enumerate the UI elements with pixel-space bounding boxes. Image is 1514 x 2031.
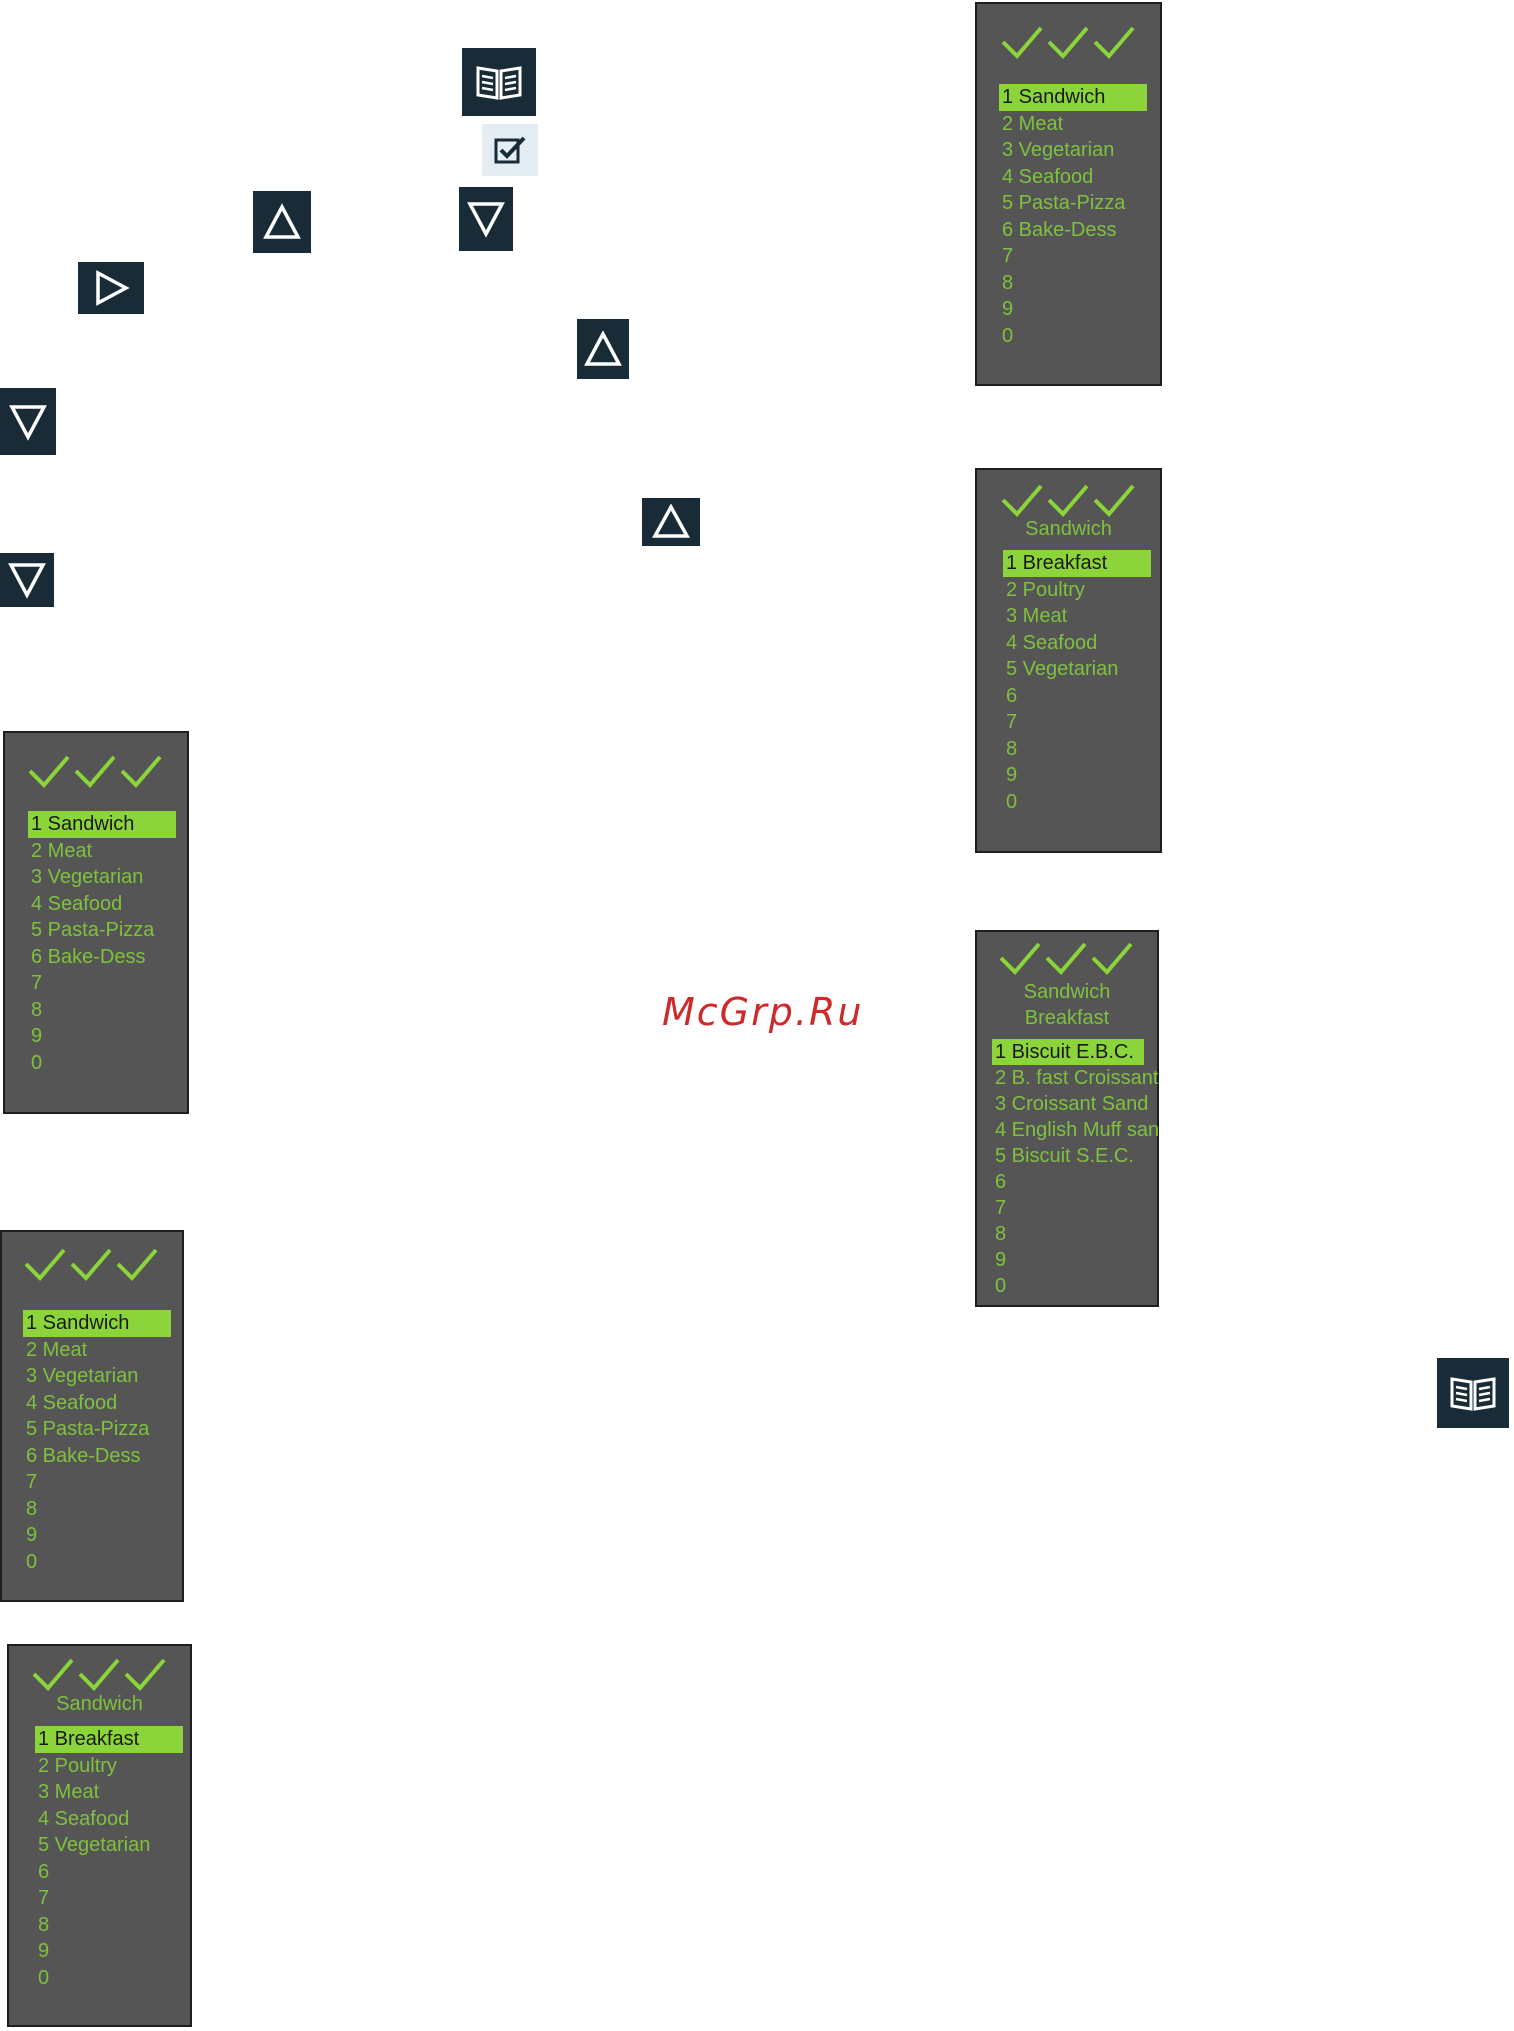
list-item[interactable]: 6 — [1006, 684, 1018, 707]
book-icon[interactable] — [1437, 1358, 1509, 1428]
triangle-up-icon[interactable] — [577, 319, 629, 379]
list-item[interactable]: 9 — [1006, 764, 1018, 786]
list-item[interactable]: 4 Seafood — [26, 1391, 118, 1414]
triangle-down-icon[interactable] — [0, 553, 54, 607]
menu-panel-top-level: 1 Sandwich 2 Meat 3 Vegetarian 4 Seafood… — [975, 2, 1162, 386]
list-item[interactable]: 3 Meat — [38, 1781, 100, 1803]
check-marks — [977, 938, 1157, 982]
menu-list: 1 Breakfast 2 Poultry 3 Meat 4 Seafood 5… — [35, 1726, 183, 1991]
list-item[interactable]: 5 Pasta-Pizza — [26, 1418, 150, 1440]
breadcrumb: Sandwich — [1023, 981, 1111, 1003]
list-item[interactable]: 3 Vegetarian — [31, 866, 144, 888]
check-marks — [2, 1244, 182, 1288]
list-item[interactable]: 2 Meat — [26, 1338, 88, 1361]
list-item[interactable]: 8 — [38, 1913, 50, 1936]
list-item[interactable]: 9 — [1002, 298, 1014, 320]
list-item[interactable]: 0 — [26, 1550, 38, 1573]
triangle-down-icon[interactable] — [0, 388, 56, 455]
menu-list: 1 Sandwich 2 Meat 3 Vegetarian 4 Seafood… — [23, 1310, 171, 1575]
list-item[interactable]: 2 Meat — [1002, 112, 1064, 135]
list-item[interactable]: 0 — [31, 1051, 43, 1074]
triangle-right-icon[interactable] — [78, 262, 144, 314]
list-item[interactable]: 6 — [38, 1860, 50, 1883]
list-item[interactable]: 4 English Muff san — [995, 1119, 1160, 1141]
list-item[interactable]: 1 Breakfast — [1003, 550, 1151, 577]
list-item[interactable]: 1 Sandwich — [23, 1310, 171, 1337]
list-item[interactable]: 0 — [1002, 324, 1014, 347]
book-icon[interactable] — [462, 48, 536, 116]
list-item[interactable]: 5 Biscuit S.E.C. — [995, 1145, 1134, 1167]
list-item[interactable]: 2 B. fast Croissant — [995, 1067, 1159, 1089]
menu-panel-top-level: 1 Sandwich 2 Meat 3 Vegetarian 4 Seafood… — [3, 731, 189, 1114]
menu-list: 1 Sandwich 2 Meat 3 Vegetarian 4 Seafood… — [28, 811, 176, 1076]
list-item[interactable]: 6 — [995, 1171, 1007, 1193]
list-item[interactable]: 3 Croissant Sand — [995, 1093, 1149, 1115]
breadcrumb: Breakfast — [1024, 1007, 1110, 1029]
menu-panel-sandwich: Sandwich 1 Breakfast 2 Poultry 3 Meat 4 … — [7, 1644, 192, 2027]
list-item[interactable]: 9 — [995, 1249, 1007, 1271]
triangle-up-icon[interactable] — [642, 498, 700, 546]
list-item[interactable]: 3 Vegetarian — [26, 1365, 139, 1387]
triangle-down-icon[interactable] — [459, 187, 513, 251]
list-item[interactable]: 0 — [38, 1966, 50, 1989]
list-item[interactable]: 8 — [995, 1223, 1007, 1245]
list-item[interactable]: 7 — [995, 1197, 1007, 1219]
check-marks — [9, 1654, 190, 1698]
list-item[interactable]: 2 Poultry — [38, 1754, 117, 1777]
list-item[interactable]: 8 — [1006, 737, 1018, 760]
menu-panel-sandwich: Sandwich 1 Breakfast 2 Poultry 3 Meat 4 … — [975, 468, 1162, 853]
menu-list: 1 Breakfast 2 Poultry 3 Meat 4 Seafood 5… — [1003, 550, 1151, 815]
list-item[interactable]: 4 Seafood — [1006, 631, 1098, 654]
menu-list: 1 Sandwich 2 Meat 3 Vegetarian 4 Seafood… — [999, 84, 1147, 349]
checkbox-check-icon[interactable] — [482, 124, 538, 176]
list-item[interactable]: 3 Meat — [1006, 605, 1068, 627]
list-item[interactable]: 9 — [26, 1524, 38, 1546]
list-item[interactable]: 6 Bake-Dess — [26, 1444, 141, 1467]
list-item[interactable]: 3 Vegetarian — [1002, 139, 1115, 161]
menu-list: 1 Biscuit E.B.C. 2 B. fast Croissant 3 C… — [992, 1039, 1160, 1299]
list-item[interactable]: 7 — [1006, 711, 1018, 733]
list-item[interactable]: 7 — [1002, 245, 1014, 267]
list-item[interactable]: 2 Poultry — [1006, 578, 1085, 601]
list-item[interactable]: 1 Sandwich — [28, 811, 176, 838]
breadcrumb: Sandwich — [56, 1693, 143, 1715]
list-item[interactable]: 5 Vegetarian — [1006, 658, 1119, 680]
triangle-up-icon[interactable] — [253, 191, 311, 253]
list-item[interactable]: 8 — [26, 1497, 38, 1520]
list-item[interactable]: 6 Bake-Dess — [31, 945, 146, 968]
list-item[interactable]: 4 Seafood — [38, 1807, 130, 1830]
list-item[interactable]: 1 Biscuit E.B.C. — [992, 1039, 1144, 1065]
list-item[interactable]: 4 Seafood — [1002, 165, 1094, 188]
list-item[interactable]: 1 Breakfast — [35, 1726, 183, 1753]
list-item[interactable]: 5 Vegetarian — [38, 1834, 151, 1856]
breadcrumb: Sandwich — [1025, 518, 1112, 540]
watermark: McGrp.Ru — [662, 990, 864, 1034]
list-item[interactable]: 6 Bake-Dess — [1002, 218, 1117, 241]
list-item[interactable]: 7 — [38, 1887, 50, 1909]
list-item[interactable]: 8 — [1002, 271, 1014, 294]
list-item[interactable]: 2 Meat — [31, 839, 93, 862]
list-item[interactable]: 7 — [31, 972, 43, 994]
menu-panel-top-level: 1 Sandwich 2 Meat 3 Vegetarian 4 Seafood… — [0, 1230, 184, 1602]
list-item[interactable]: 5 Pasta-Pizza — [31, 919, 155, 941]
list-item[interactable]: 9 — [31, 1025, 43, 1047]
menu-panel-breakfast: Sandwich Breakfast 1 Biscuit E.B.C. 2 B.… — [975, 930, 1159, 1307]
check-marks — [977, 22, 1160, 66]
list-item[interactable]: 1 Sandwich — [999, 84, 1147, 111]
list-item[interactable]: 8 — [31, 998, 43, 1021]
list-item[interactable]: 4 Seafood — [31, 892, 123, 915]
list-item[interactable]: 0 — [995, 1275, 1007, 1297]
list-item[interactable]: 0 — [1006, 790, 1018, 813]
list-item[interactable]: 9 — [38, 1940, 50, 1962]
check-marks — [5, 751, 187, 795]
list-item[interactable]: 5 Pasta-Pizza — [1002, 192, 1126, 214]
list-item[interactable]: 7 — [26, 1471, 38, 1493]
check-marks — [977, 480, 1160, 524]
